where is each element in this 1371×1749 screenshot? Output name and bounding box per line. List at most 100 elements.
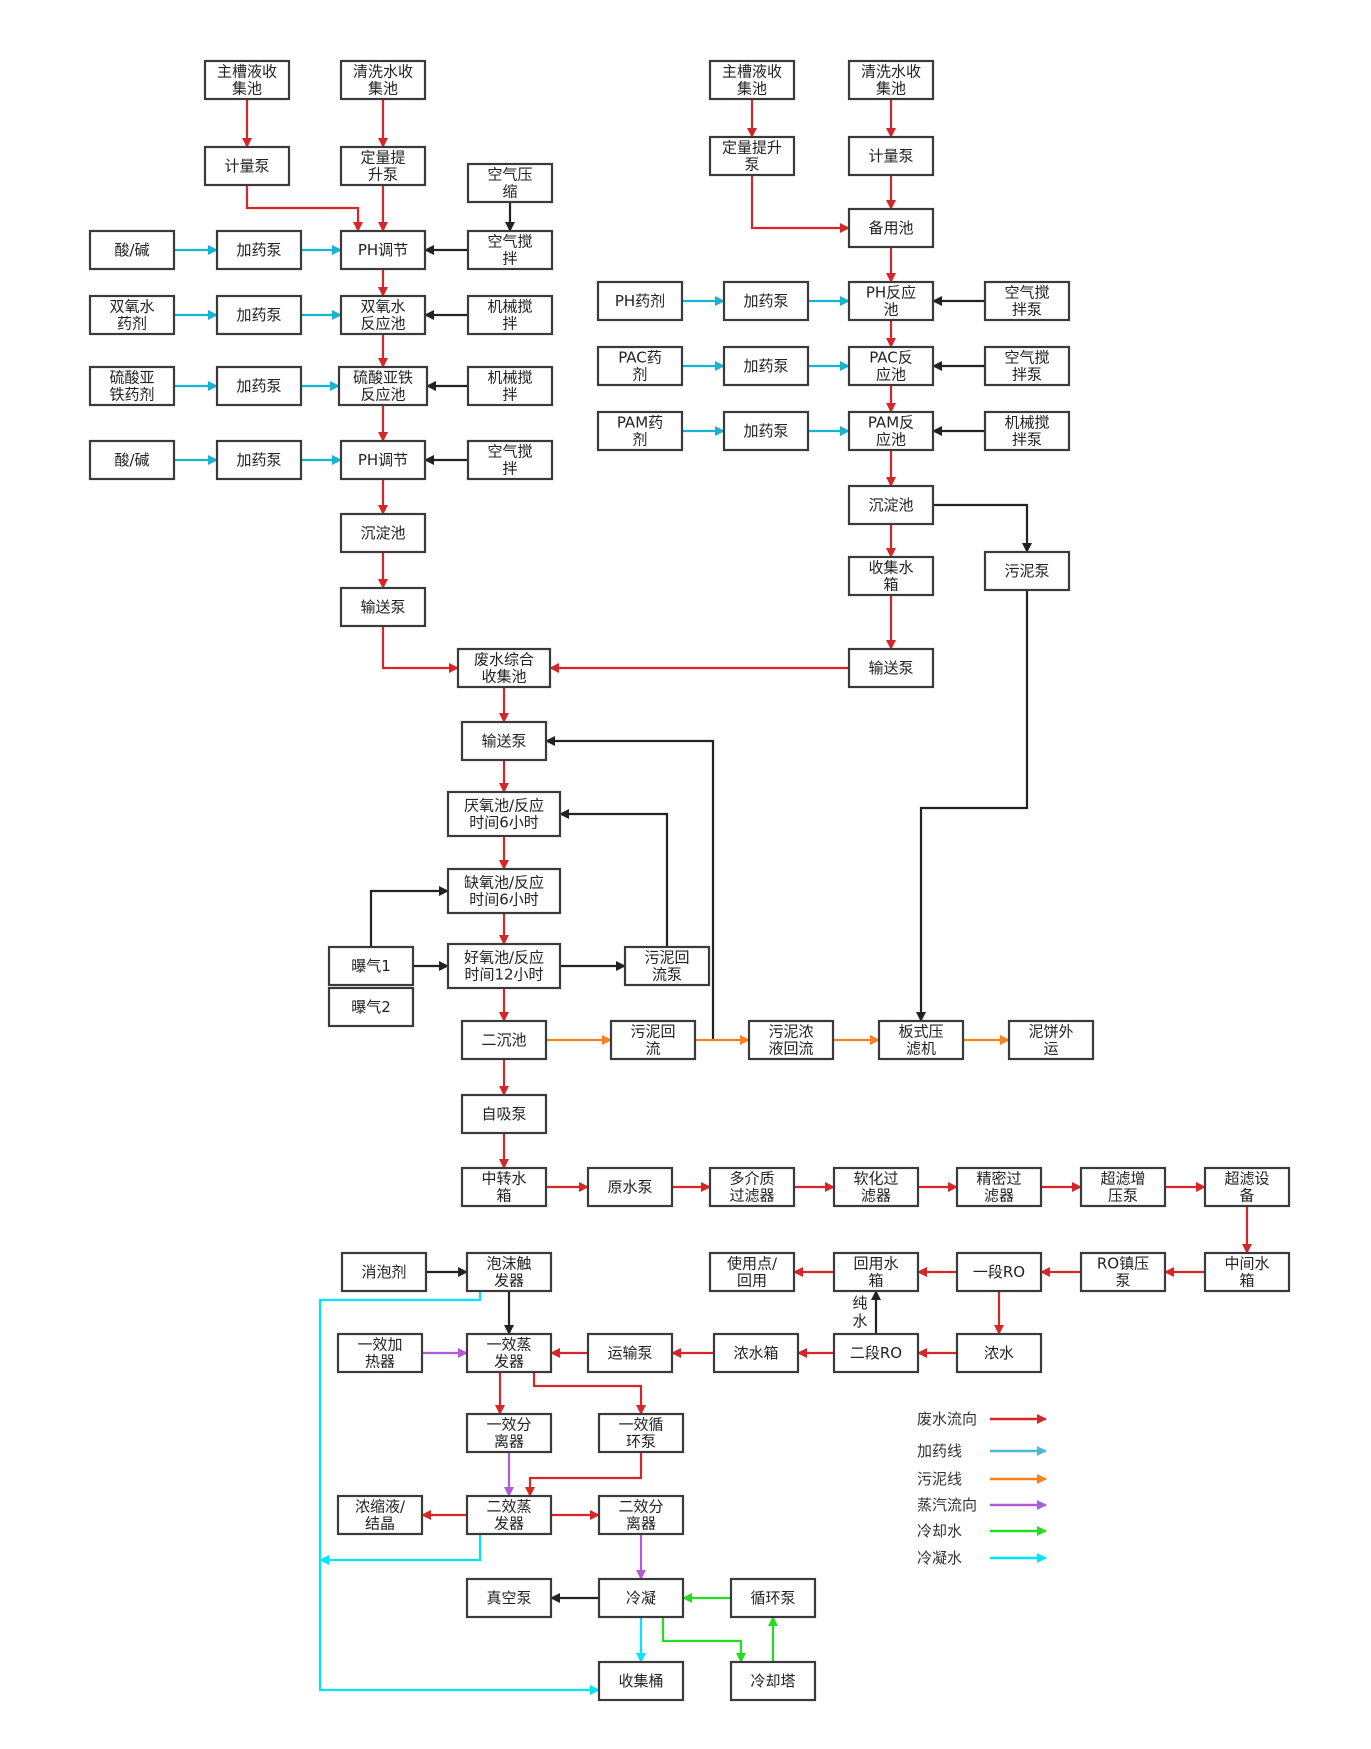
node-t-mid: 中间水箱 [1203, 1251, 1291, 1293]
node-label: 软化过滤器 [853, 1170, 898, 1205]
node-box [955, 1251, 1043, 1293]
node-e-sep1: 一效分离器 [465, 1412, 553, 1454]
node-label: PAM药剂 [617, 414, 663, 449]
node-e-defoam: 消泡剂 [340, 1251, 428, 1293]
node-label: 输送泵 [360, 598, 405, 616]
node-label: 多介质过滤器 [729, 1170, 774, 1205]
node-box [465, 1332, 553, 1374]
flow-arrow [369, 886, 449, 947]
node-e-circpump: 循环泵 [729, 1577, 817, 1619]
node-label: 污泥浓液回流 [768, 1023, 813, 1058]
node-box [466, 439, 554, 481]
node-box [88, 229, 176, 271]
node-r-spare: 备用池 [847, 207, 935, 249]
node-t-tank: 中转水箱 [460, 1166, 548, 1208]
flow-arrow [319, 1534, 482, 1565]
node-label: 空气压缩 [487, 166, 532, 201]
node-m-anox: 缺氧池/反应时间6小时 [446, 867, 562, 915]
node-box [847, 207, 935, 249]
node-label: 中间水箱 [1224, 1255, 1269, 1290]
node-box [983, 345, 1071, 387]
node-box [460, 1019, 548, 1061]
node-label: 二段RO [850, 1344, 902, 1362]
flow-arrow [933, 503, 1032, 553]
node-r-sludgepump: 污泥泵 [983, 550, 1071, 592]
node-m-selfpump: 自吸泵 [460, 1093, 548, 1135]
node-box [466, 229, 554, 271]
node-label: 回用水箱 [853, 1255, 898, 1290]
node-box [340, 1251, 428, 1293]
legend-label: 蒸汽流向 [917, 1496, 977, 1514]
node-box [596, 410, 684, 452]
node-label: 机械搅拌 [487, 298, 532, 333]
node-box [465, 1412, 553, 1454]
node-box [88, 365, 176, 407]
node-label: 冷凝 [626, 1589, 656, 1607]
node-box [955, 1166, 1043, 1208]
node-r-mech: 机械搅拌泵 [983, 410, 1071, 452]
node-box [465, 1251, 553, 1293]
node-label: 浓缩液/结晶 [355, 1498, 406, 1533]
legend-label: 废水流向 [917, 1410, 977, 1428]
node-label: 运输泵 [607, 1344, 652, 1362]
node-box [339, 229, 427, 271]
node-r-dp1: 加药泵 [722, 280, 810, 322]
node-e-cond: 冷凝 [597, 1577, 685, 1619]
node-box [729, 1577, 817, 1619]
node-e-circ1: 一效循环泵 [597, 1412, 685, 1454]
node-box [747, 1019, 835, 1061]
node-box [708, 1166, 796, 1208]
node-box [1079, 1251, 1167, 1293]
node-label: 加药泵 [743, 357, 788, 375]
node-box [1079, 1166, 1167, 1208]
node-box [203, 59, 291, 101]
node-box [708, 59, 796, 101]
node-box [596, 280, 684, 322]
node-box [446, 790, 562, 838]
node-m-aer: 好氧池/反应时间12小时 [446, 942, 562, 990]
legend-item: 污泥线 [917, 1470, 1047, 1488]
node-label: 定量提升泵 [360, 149, 405, 184]
legend-label: 加药线 [917, 1442, 962, 1460]
node-box [465, 1577, 553, 1619]
node-r-collect: 收集水箱 [847, 555, 935, 597]
node-box [446, 942, 562, 990]
node-l-airmix1: 空气搅拌 [466, 229, 554, 271]
node-label: 真空泵 [486, 1589, 531, 1607]
node-m-sludgeret: 污泥回流泵 [623, 945, 711, 987]
node-r-meter: 计量泵 [847, 135, 935, 177]
node-label: 二沉池 [481, 1031, 526, 1049]
node-box [597, 1412, 685, 1454]
annotations: 纯水 [852, 1294, 867, 1330]
node-box [847, 135, 935, 177]
flow-arrow [559, 809, 669, 947]
node-l-h2o2: 双氧水药剂 [88, 294, 176, 336]
node-e-foam: 泡沫触发器 [465, 1251, 553, 1293]
node-l-dp2: 加药泵 [215, 294, 303, 336]
node-m-press: 板式压滤机 [877, 1019, 965, 1061]
node-box [712, 1332, 800, 1374]
node-r-pamagent: PAM药剂 [596, 410, 684, 452]
node-label: 加药泵 [236, 451, 281, 469]
node-label: 定量提升泵 [722, 139, 782, 174]
node-box [336, 1332, 424, 1374]
node-box [586, 1166, 674, 1208]
node-box [955, 1332, 1043, 1374]
node-l-sed: 沉淀池 [339, 512, 427, 554]
node-l-dp1: 加药泵 [215, 229, 303, 271]
node-l-dp4: 加药泵 [215, 439, 303, 481]
node-t-conc: 浓水 [955, 1332, 1043, 1374]
node-r-main: 主槽液收集池 [708, 59, 796, 101]
node-r-pump: 输送泵 [847, 647, 935, 689]
node-box [460, 720, 548, 762]
node-box [456, 647, 552, 689]
node-label: 加药泵 [236, 377, 281, 395]
node-t-reuse: 回用水箱 [832, 1251, 920, 1293]
node-label: PAC反应池 [869, 349, 913, 384]
node-box [1007, 1019, 1095, 1061]
node-label: 机械搅拌泵 [1004, 414, 1049, 449]
node-box [623, 945, 711, 987]
flow-arrow [532, 1372, 646, 1415]
